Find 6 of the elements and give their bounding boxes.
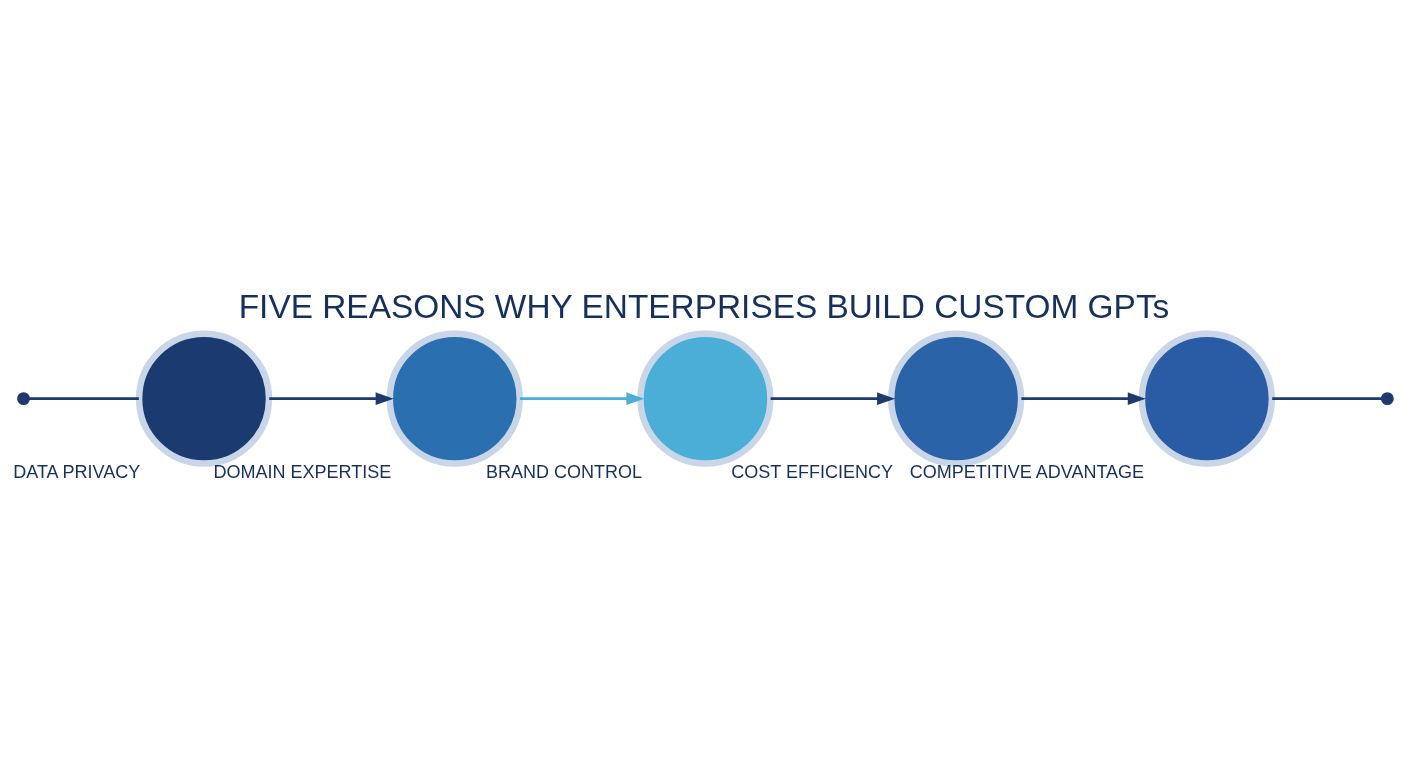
node-label: DATA PRIVACY bbox=[13, 461, 141, 482]
node-label: BRAND CONTROL bbox=[486, 461, 643, 482]
node-label: COST EFFICIENCY bbox=[731, 461, 894, 482]
node-label: COMPETITIVE ADVANTAGE bbox=[909, 461, 1145, 482]
diagram-title: FIVE REASONS WHY ENTERPRISES BUILD CUSTOM GPTs bbox=[238, 287, 1170, 325]
node-label: DOMAIN EXPERTISE bbox=[213, 461, 392, 482]
